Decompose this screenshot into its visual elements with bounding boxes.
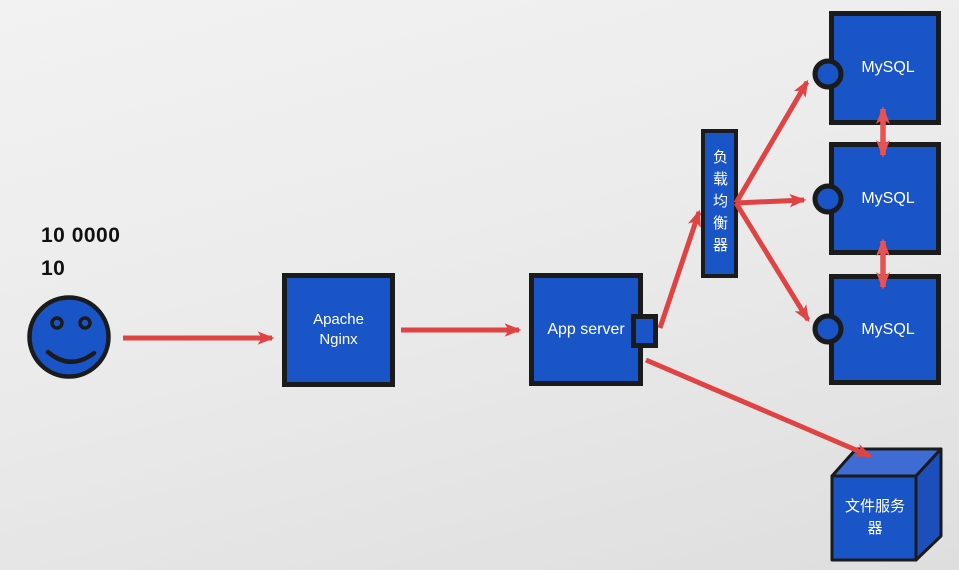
- user-smiley-icon: [27, 295, 111, 379]
- cube-front-face: [830, 474, 918, 562]
- file-server-cube: [830, 447, 943, 562]
- smiley-right-eye: [78, 316, 92, 330]
- node-app-server: App server: [529, 273, 643, 386]
- requests-count-label: 10 0000: [41, 224, 121, 247]
- mysql-3-label: MySQL: [861, 320, 915, 338]
- smiley-mouth: [45, 349, 97, 364]
- mysql-1-label: MySQL: [861, 59, 915, 76]
- mysql-2-label: MySQL: [861, 189, 915, 207]
- load-balancer-label: 负载均衡器: [711, 148, 728, 259]
- apache-nginx-label: Apache Nginx: [313, 311, 364, 348]
- smiley-left-eye: [50, 316, 64, 330]
- app-server-label: App server: [547, 320, 625, 338]
- file-server-label: 文件服务器: [845, 498, 906, 537]
- node-apache-nginx: Apache Nginx: [282, 273, 395, 387]
- concurrency-count-label: 10: [41, 257, 66, 280]
